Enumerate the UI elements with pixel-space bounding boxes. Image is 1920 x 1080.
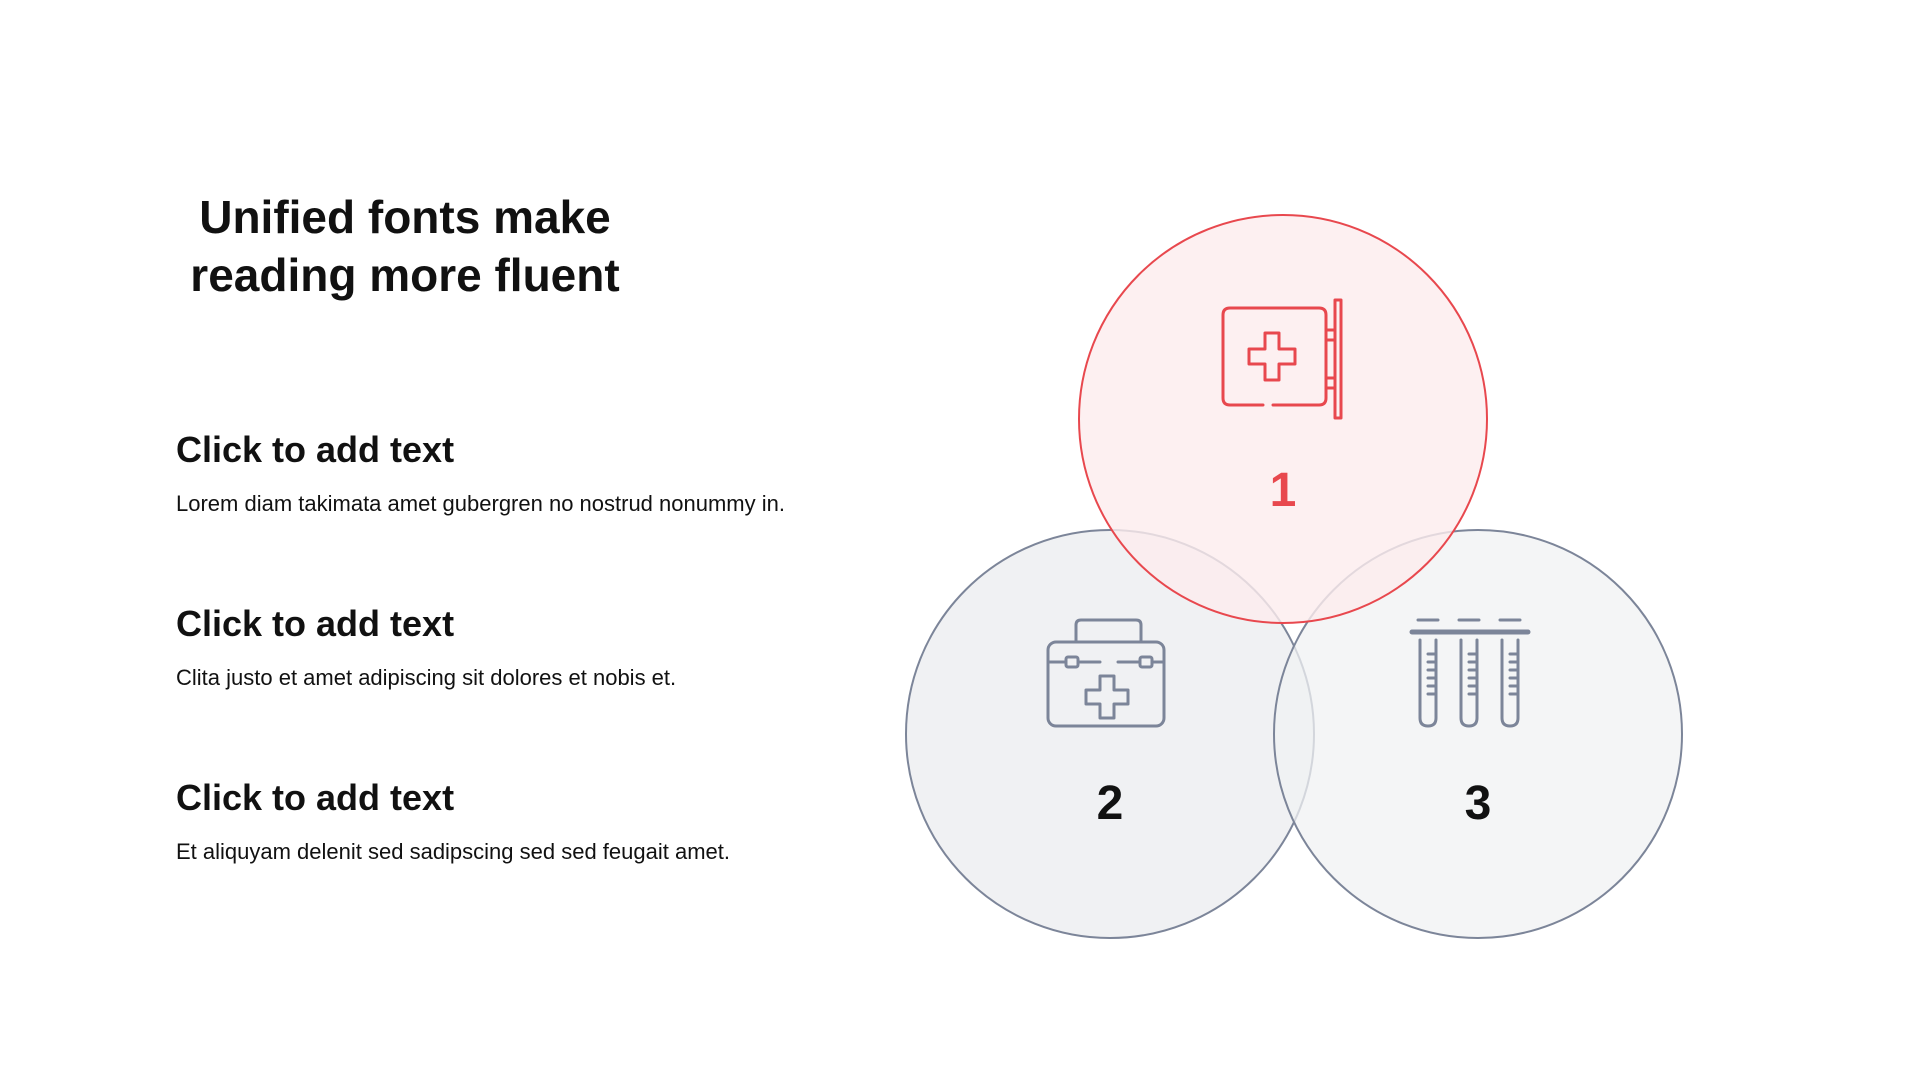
text-item-heading[interactable]: Click to add text: [176, 429, 455, 470]
test-tubes-icon: [1409, 618, 1531, 728]
venn-number-3: 3: [1465, 777, 1492, 830]
venn-number-1: 1: [1270, 464, 1297, 517]
text-item-1: Click to add text Lorem diam takimata am…: [176, 428, 896, 518]
slide-title-line-1: Unified fonts make: [199, 191, 611, 243]
venn-number-2: 2: [1097, 777, 1124, 830]
text-item-3: Click to add text Et aliquyam delenit se…: [176, 776, 896, 866]
text-item-body[interactable]: Lorem diam takimata amet gubergren no no…: [176, 491, 785, 516]
slide-title-line-2: reading more fluent: [190, 249, 620, 301]
text-item-2: Click to add text Clita justo et amet ad…: [176, 602, 896, 692]
text-item-heading[interactable]: Click to add text: [176, 603, 455, 644]
hospital-sign-icon: [1221, 298, 1343, 420]
venn-circle-1: [1078, 214, 1488, 624]
venn-circle-3: [1273, 529, 1683, 939]
first-aid-kit-icon: [1046, 618, 1166, 728]
slide-title: Unified fonts make reading more fluent: [120, 188, 690, 304]
text-item-body[interactable]: Et aliquyam delenit sed sadipscing sed s…: [176, 839, 730, 864]
text-item-body[interactable]: Clita justo et amet adipiscing sit dolor…: [176, 665, 677, 690]
text-item-heading[interactable]: Click to add text: [176, 777, 455, 818]
